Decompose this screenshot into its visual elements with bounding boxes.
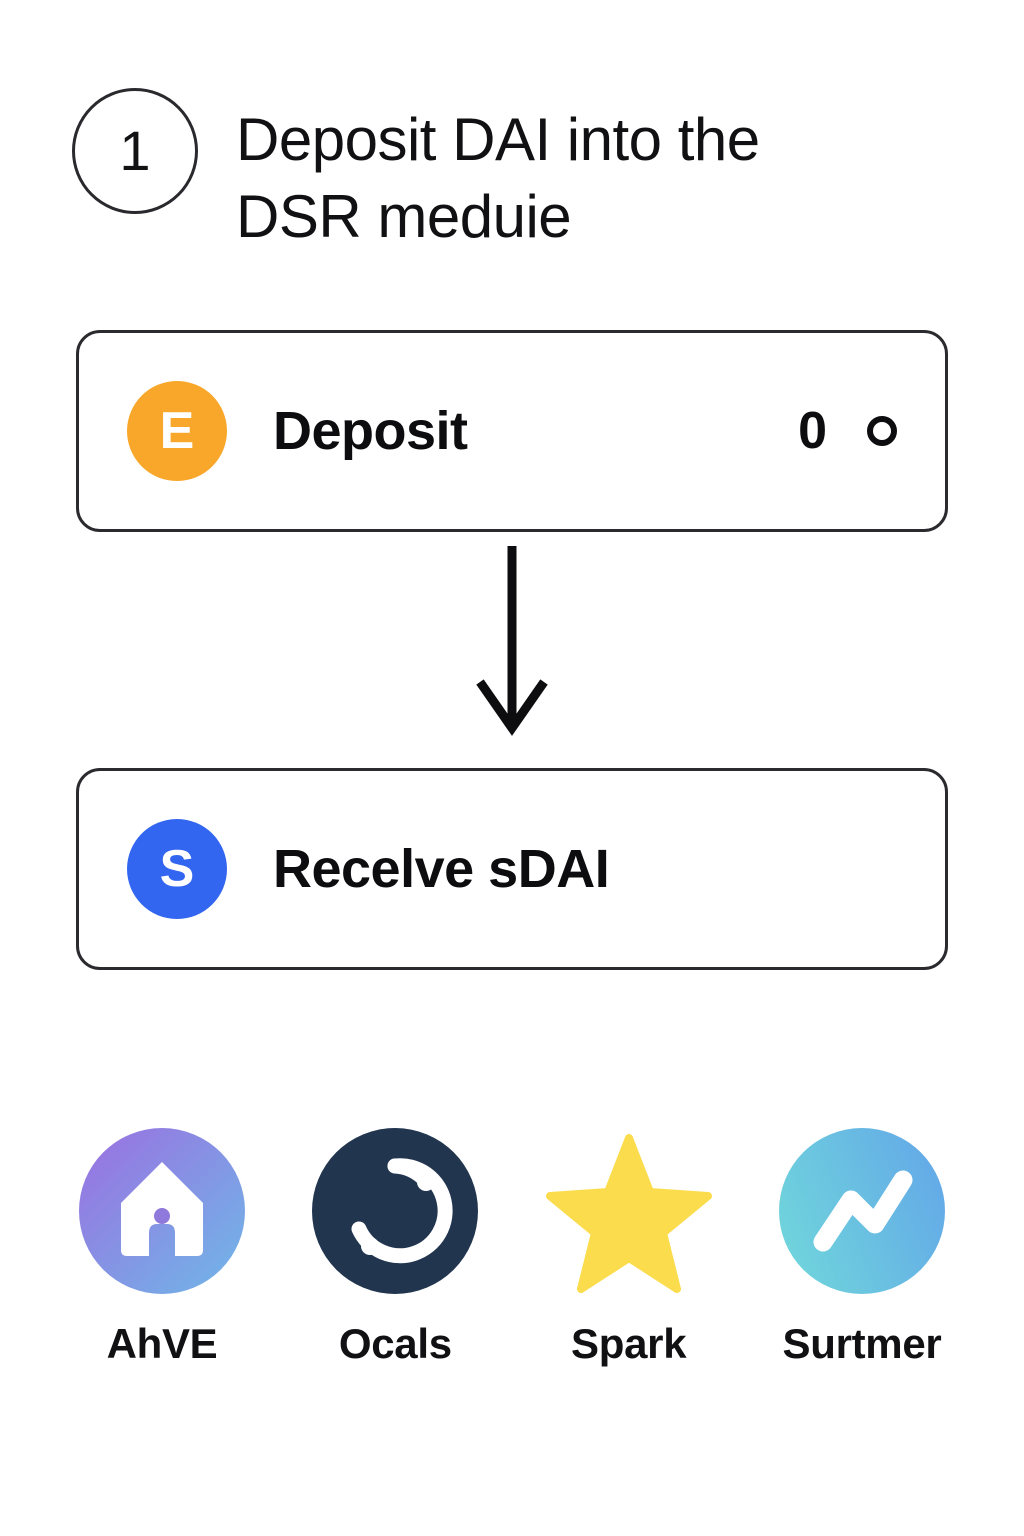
step-header: 1 Deposit DAI into the DSR meduie: [72, 88, 876, 256]
step-number-badge: 1: [72, 88, 198, 214]
flow-card-deposit[interactable]: E Deposit 0: [76, 330, 948, 532]
ring-spiral-icon: [312, 1128, 479, 1294]
token-badge-e: E: [127, 381, 227, 481]
flow-card-label-receive: Recelve sDAI: [273, 839, 610, 899]
token-badge-letter: E: [159, 402, 195, 460]
partner-item-ahve[interactable]: AhVE: [62, 1128, 262, 1368]
partner-item-ocals[interactable]: Ocals: [295, 1128, 495, 1368]
partner-item-spark[interactable]: Spark: [529, 1128, 729, 1368]
page-title: Deposit DAI into the DSR meduie: [236, 106, 760, 250]
token-badge-s: S: [127, 819, 227, 919]
partner-label: Spark: [571, 1320, 687, 1367]
partner-item-surtmer[interactable]: Surtmer: [762, 1128, 962, 1368]
step-number: 1: [119, 119, 151, 182]
trend-line-icon: [778, 1128, 945, 1294]
token-badge-letter: S: [159, 840, 195, 898]
partner-logo-row: AhVE Ocals Spark: [62, 1128, 962, 1368]
star-icon: [545, 1128, 712, 1294]
partner-label: Surtmer: [782, 1320, 942, 1367]
flow-card-receive[interactable]: S Recelve sDAI: [76, 768, 948, 970]
deposit-amount-value: 0: [798, 402, 827, 460]
partner-label: Ocals: [338, 1320, 452, 1367]
partner-label: AhVE: [106, 1320, 218, 1367]
ring-icon[interactable]: [867, 416, 897, 446]
down-arrow-icon: [470, 546, 554, 738]
ghost-house-icon: [79, 1128, 245, 1294]
flow-card-label-deposit: Deposit: [273, 401, 468, 461]
